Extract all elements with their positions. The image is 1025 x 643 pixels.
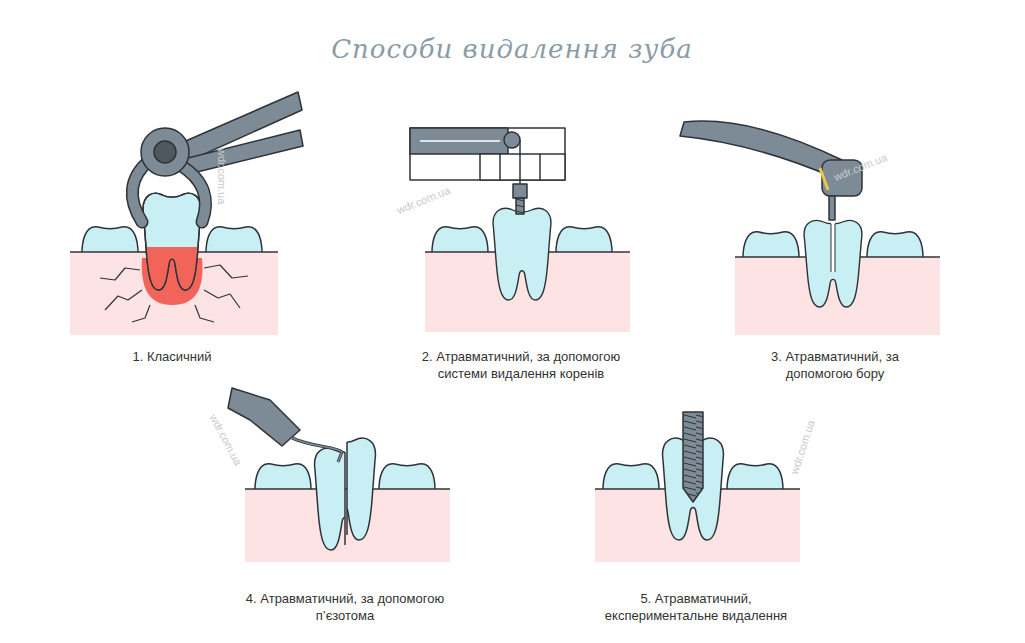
caption: 3. Атравматичний, за допомогою бору <box>746 348 924 382</box>
title: Способи видалення зуба <box>331 34 693 64</box>
caption: 1. Класичний <box>72 348 272 365</box>
watermark: wdr.com.ua <box>832 151 889 183</box>
watermark: wdr.com.ua <box>788 419 817 476</box>
watermark: wdr.com.ua <box>216 148 228 204</box>
caption: 4. Атравматичний, за допомогою п’єзотома <box>223 590 468 624</box>
caption: 2. Атравматичний, за допомогою системи в… <box>399 348 644 382</box>
caption: 5. Атравматичний, експериментальне видал… <box>590 590 802 624</box>
watermark: wdr.com.ua <box>207 412 244 467</box>
watermark: wdr.com.ua <box>395 184 452 216</box>
